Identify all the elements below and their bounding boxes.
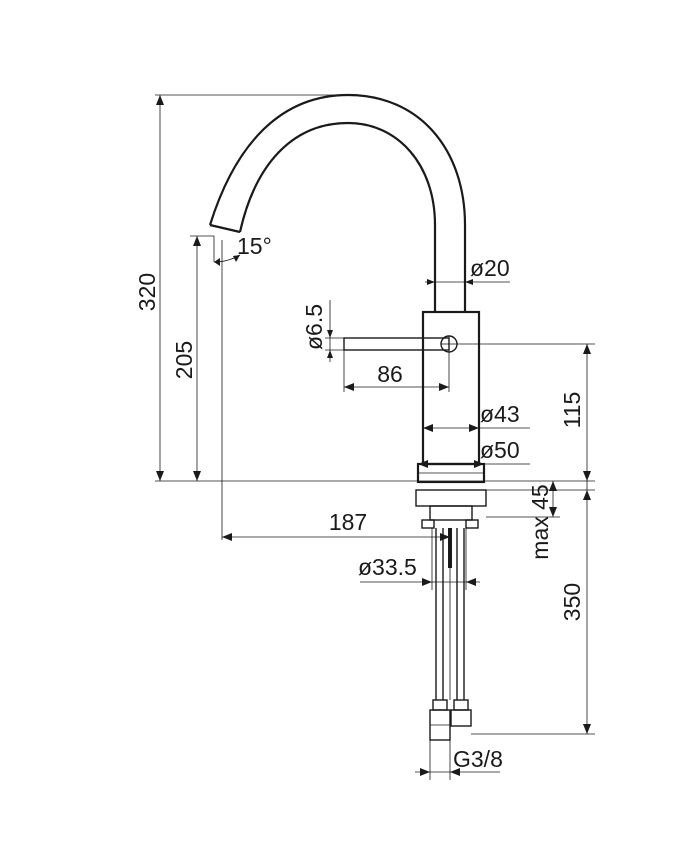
dim-deck-thickness: max 45: [527, 481, 557, 560]
threaded-rod: [448, 528, 452, 568]
spout-inner-curve: [238, 121, 437, 312]
label-spout-height: 205: [171, 341, 197, 379]
dim-spout-height: 205: [171, 235, 214, 481]
dim-base-diameter: ø50: [418, 437, 530, 468]
dim-lever-diameter: ø6.5: [301, 300, 344, 362]
dim-lever-length: 86: [343, 350, 450, 392]
label-connection-thread: G3/8: [453, 746, 503, 772]
lever-handle: [343, 337, 450, 351]
hose-end-left-ferrule: [432, 699, 448, 711]
label-lever-length: 86: [377, 361, 403, 387]
spout-outer-curve: [208, 93, 467, 312]
fixing-plate: [415, 489, 487, 507]
dim-overall-height: 320: [134, 94, 348, 481]
dim-connection-thread: G3/8: [415, 740, 503, 780]
dim-hose-length: 350: [471, 481, 595, 735]
label-deck-thickness: max 45: [527, 484, 553, 559]
hose-end-right-nut: [450, 709, 472, 727]
label-lever-diameter: ø6.5: [301, 304, 327, 350]
dim-spout-angle: 15°: [213, 233, 272, 540]
label-body-height: 115: [559, 392, 585, 429]
dim-body-height: 115: [457, 343, 595, 481]
dim-spout-diameter: ø20: [425, 255, 510, 285]
dim-hole-diameter: ø33.5: [358, 528, 480, 590]
label-body-diameter: ø43: [480, 401, 520, 427]
dim-spout-reach: 187: [222, 509, 450, 541]
label-spout-reach: 187: [329, 509, 367, 535]
fixing-nut: [429, 505, 473, 521]
label-spout-diameter: ø20: [470, 255, 510, 281]
dim-body-diameter: ø43: [423, 401, 530, 432]
faucet-outline: [208, 93, 487, 741]
label-spout-angle: 15°: [237, 233, 272, 259]
spout-tip: [209, 223, 241, 234]
hose-end-right-ferrule: [453, 699, 469, 711]
label-overall-height: 320: [134, 273, 160, 311]
label-base-diameter: ø50: [480, 437, 520, 463]
label-hole-diameter: ø33.5: [358, 554, 417, 580]
body-cylinder: [421, 310, 481, 466]
label-hose-length: 350: [559, 583, 585, 621]
